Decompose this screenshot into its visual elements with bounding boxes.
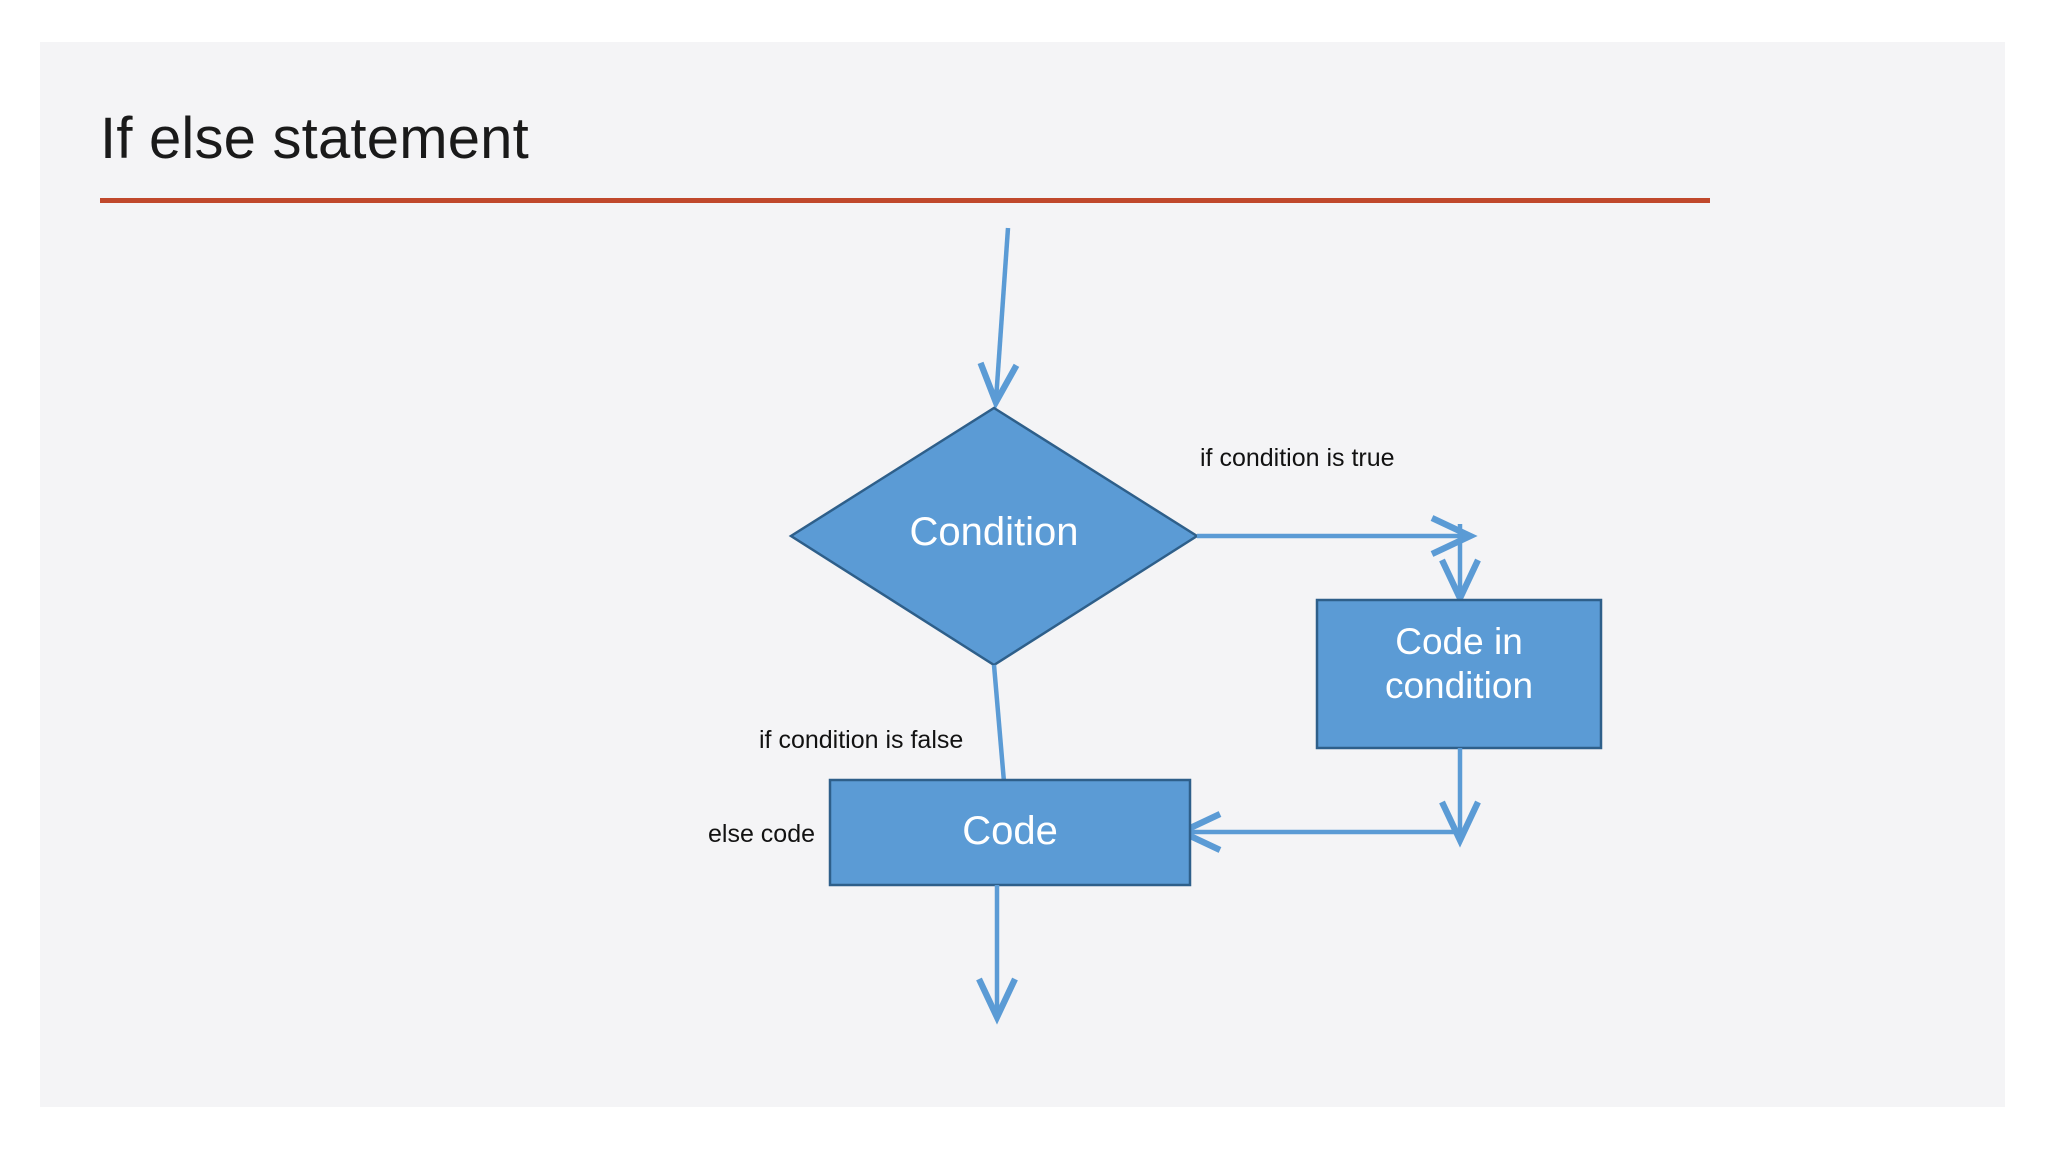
edge-label-false-branch: if condition is false bbox=[759, 726, 964, 754]
node-condition-label: Condition bbox=[909, 510, 1079, 554]
node-code-label: Code bbox=[962, 809, 1058, 853]
page-title: If else statement bbox=[100, 106, 529, 171]
edge-label-else-branch: else code bbox=[708, 820, 816, 848]
title-accent-rule bbox=[100, 198, 1710, 203]
edge-label-true-branch: if condition is true bbox=[1200, 444, 1395, 472]
node-code-in-condition-label: Code in condition bbox=[1384, 621, 1534, 706]
